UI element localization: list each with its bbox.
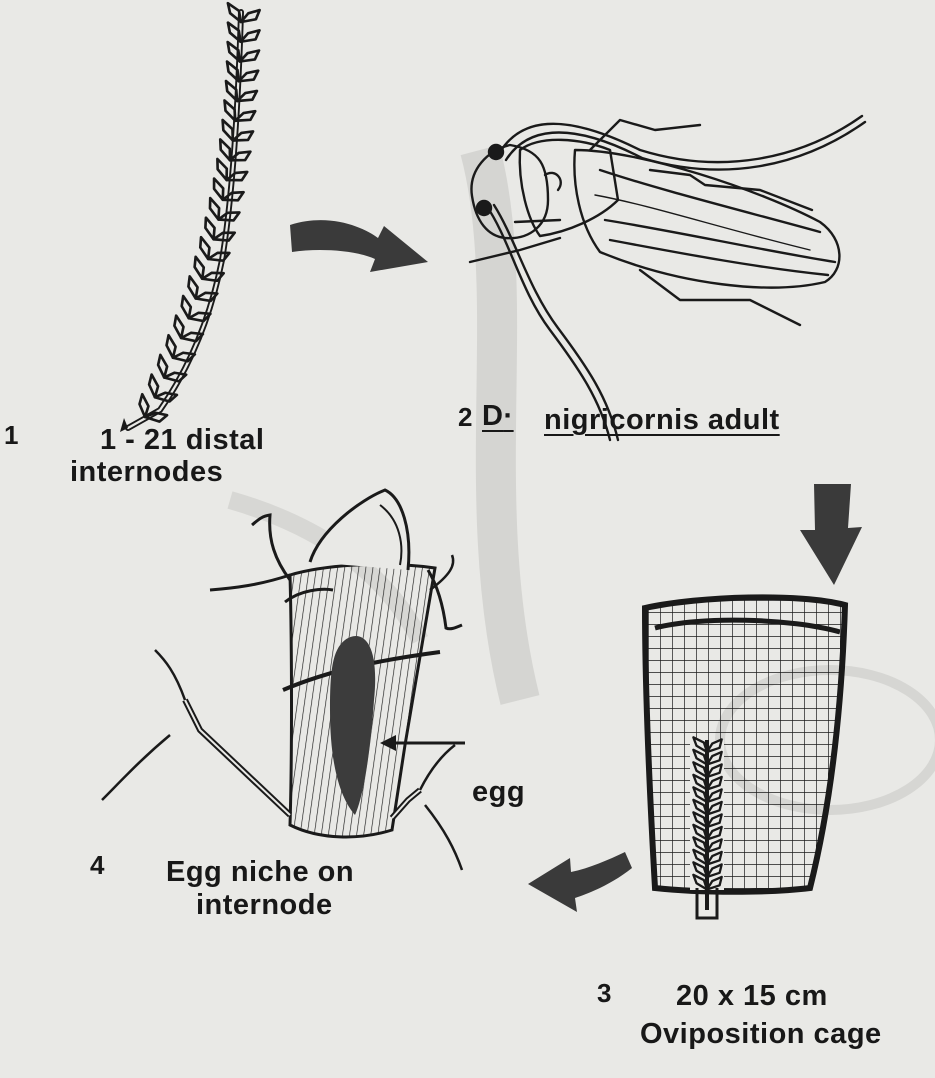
species-label: nigricornis adult: [544, 404, 780, 436]
cage-size-label: 20 x 15 cm: [676, 980, 828, 1012]
internode-egg-niche-illustration: [102, 490, 465, 870]
panel-4-caption-line1: Egg niche on: [166, 856, 354, 888]
arrow-to-egg-niche: [528, 852, 632, 912]
beetle-adult-illustration: [470, 116, 865, 440]
genus-abbrev-text: D: [482, 400, 503, 432]
distal-internodes-twig: [120, 3, 260, 432]
panel-2-number: 2: [458, 402, 473, 433]
genus-abbrev: D·: [482, 400, 514, 432]
panel-1-caption-line1: 1 - 21 distal: [100, 424, 264, 456]
oviposition-cage-illustration: [645, 597, 845, 918]
panel-1-caption-line2: internodes: [70, 456, 223, 488]
panel-4-number: 4: [90, 850, 105, 881]
panel-1-number: 1: [4, 420, 19, 451]
cage-title: Oviposition cage: [640, 1018, 882, 1050]
panel-3-number: 3: [597, 978, 612, 1009]
arrow-to-adult: [290, 220, 428, 272]
panel-4-caption-line2: internode: [196, 889, 333, 921]
arrow-to-cage: [800, 484, 862, 585]
egg-label: egg: [472, 776, 525, 808]
